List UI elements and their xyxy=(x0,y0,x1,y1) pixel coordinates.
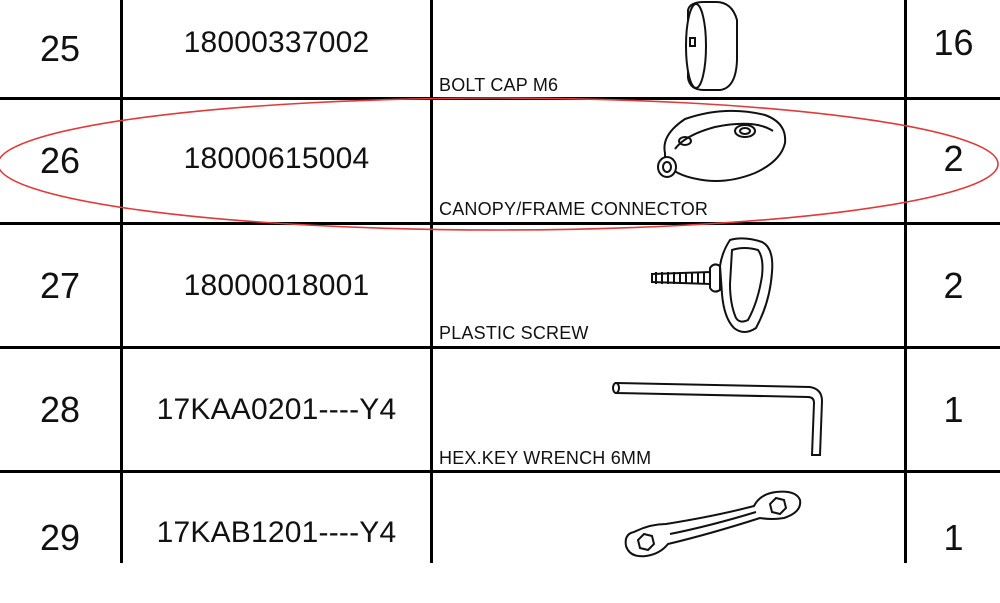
connector-icon xyxy=(657,109,787,182)
wrench-icon xyxy=(624,490,802,558)
part-description: BOLT CAP M6 xyxy=(439,75,559,95)
grid-line-h3 xyxy=(0,346,1000,349)
part-description: HEX.KEY WRENCH 6MM xyxy=(439,448,652,468)
part-number: 17KAB1201----Y4 xyxy=(156,516,397,549)
plastic-screw-icon xyxy=(651,237,774,333)
row-number: 25 xyxy=(39,27,81,69)
bolt-cap-icon xyxy=(685,0,738,91)
part-description: CANOPY/FRAME CONNECTOR xyxy=(439,199,709,219)
part-number: 18000615004 xyxy=(183,142,370,175)
grid-line-v1 xyxy=(120,0,123,563)
quantity: 2 xyxy=(943,138,964,179)
quantity: 1 xyxy=(943,388,964,430)
parts-table: 25 18000337002 BOLT CAP M6 16 26 1800061… xyxy=(0,0,1000,563)
row-number: 28 xyxy=(39,388,81,430)
part-number: 18000018001 xyxy=(183,268,370,302)
grid-line-h4 xyxy=(0,470,1000,473)
row-number: 27 xyxy=(39,264,81,306)
highlight-ellipse xyxy=(0,97,999,231)
part-number: 18000337002 xyxy=(183,26,370,59)
grid-line-v2 xyxy=(430,0,433,563)
hex-key-icon xyxy=(612,381,824,456)
row-number: 29 xyxy=(39,517,81,558)
row-number: 26 xyxy=(39,140,81,181)
grid-line-v3 xyxy=(904,0,907,563)
quantity: 2 xyxy=(943,264,964,306)
quantity: 16 xyxy=(933,22,974,63)
part-description: PLASTIC SCREW xyxy=(439,323,589,343)
grid-line-h2 xyxy=(0,222,1000,225)
quantity: 1 xyxy=(943,517,964,558)
part-number: 17KAA0201----Y4 xyxy=(156,392,397,426)
